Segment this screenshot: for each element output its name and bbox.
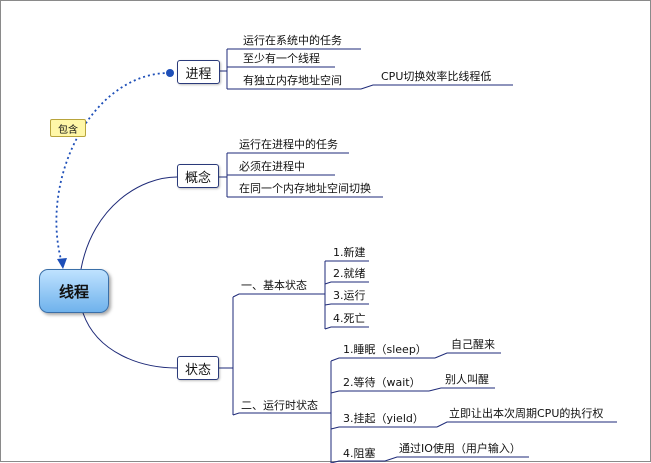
node-process[interactable]: 进程	[177, 60, 220, 84]
basic-state-item-1: 1.新建	[333, 246, 366, 259]
relation-end-dot	[166, 69, 174, 77]
runtime-state-item-2: 2.等待（wait）	[343, 376, 421, 389]
basic-state-item-3: 3.运行	[333, 289, 366, 302]
runtime-state-item-1: 1.睡眠（sleep）	[343, 343, 427, 356]
state-label: 状态	[184, 362, 211, 378]
root-node-thread[interactable]: 线程	[39, 269, 109, 313]
runtime-state-item-3: 3.挂起（yield）	[343, 412, 424, 425]
runtime-state-note-3: 立即让出本次周期CPU的执行权	[449, 407, 604, 420]
concept-label: 概念	[184, 170, 211, 186]
runtime-state-note-1: 自己醒来	[451, 338, 495, 351]
relation-arrowhead	[57, 258, 67, 269]
concept-item-1: 运行在进程中的任务	[239, 138, 338, 151]
relation-tag[interactable]: 包含	[50, 119, 86, 137]
runtime-state-note-2: 别人叫醒	[445, 373, 489, 386]
process-note: CPU切换效率比线程低	[381, 70, 492, 83]
basic-state-label: 一、基本状态	[241, 279, 307, 292]
process-label: 进程	[185, 66, 212, 82]
process-item-1: 运行在系统中的任务	[243, 34, 342, 47]
runtime-state-label: 二、运行时状态	[241, 399, 318, 412]
node-state[interactable]: 状态	[177, 356, 219, 380]
runtime-state-note-4: 通过IO使用（用户输入）	[399, 442, 521, 455]
node-concept[interactable]: 概念	[177, 164, 219, 188]
relation-label: 包含	[58, 124, 78, 136]
basic-state-item-4: 4.死亡	[333, 312, 366, 325]
process-item-2: 至少有一个线程	[243, 52, 320, 65]
runtime-state-item-4: 4.阻塞	[343, 447, 376, 460]
concept-item-3: 在同一个内存地址空间切换	[239, 182, 371, 195]
process-item-3: 有独立内存地址空间	[243, 74, 342, 87]
basic-state-item-2: 2.就绪	[333, 267, 366, 280]
root-label: 线程	[58, 282, 89, 301]
concept-item-2: 必须在进程中	[239, 160, 305, 173]
